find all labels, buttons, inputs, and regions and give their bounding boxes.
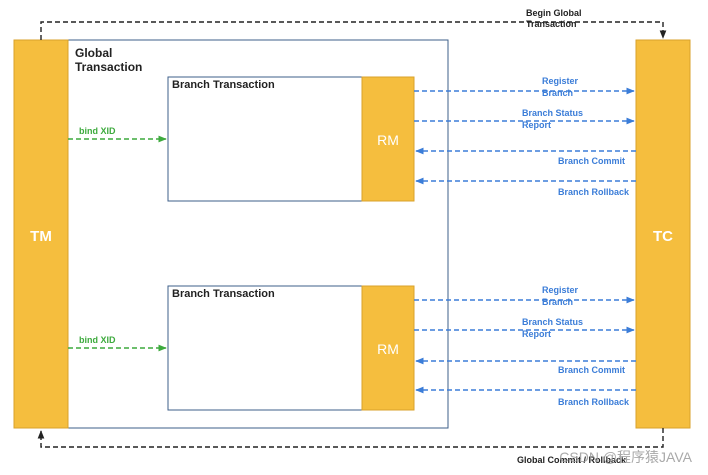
tm-box: [13, 39, 69, 429]
tc-label: TC: [653, 228, 673, 245]
register-branch-line2: Branch: [542, 297, 573, 307]
begin-global-line2: Transaction: [526, 19, 577, 29]
branch-transaction-box: [167, 76, 363, 202]
global-commit-rollback-label: Global Commit / Rollback: [517, 455, 627, 465]
branch-status-line1: Branch Status: [522, 108, 583, 118]
bind-xid-label: bind XID: [79, 126, 116, 136]
begin-global-transaction-arrow: [40, 21, 667, 40]
register-branch-line1: Register: [542, 285, 579, 295]
bind-xid-label: bind XID: [79, 335, 116, 345]
begin-global-line1: Begin Global: [526, 8, 582, 18]
branch-status-line1: Branch Status: [522, 317, 583, 327]
tc-box: [635, 39, 691, 429]
global-transaction-title-line2: Transaction: [75, 60, 142, 74]
branch-group-2: Branch Transaction RM bind XID Register …: [68, 285, 636, 411]
branch-transaction-box: [167, 285, 363, 411]
branch-commit-label: Branch Commit: [558, 365, 625, 375]
rm-label: RM: [377, 341, 399, 357]
branch-rollback-label: Branch Rollback: [558, 187, 630, 197]
global-commit-rollback-arrow: [37, 428, 664, 448]
branch-transaction-title: Branch Transaction: [172, 288, 275, 300]
branch-group-1: Branch Transaction RM bind XID Register …: [68, 76, 636, 202]
branch-rollback-label: Branch Rollback: [558, 397, 630, 407]
rm-label: RM: [377, 132, 399, 148]
branch-transaction-title: Branch Transaction: [172, 79, 275, 91]
csdn-watermark: CSDN @程序猿JAVA: [559, 449, 692, 465]
register-branch-line2: Branch: [542, 88, 573, 98]
tm-label: TM: [30, 228, 52, 245]
branch-commit-label: Branch Commit: [558, 156, 625, 166]
global-transaction-title-line1: Global: [75, 46, 112, 60]
rm-box: [361, 285, 415, 411]
branch-status-line2: Report: [522, 120, 551, 130]
branch-status-line2: Report: [522, 329, 551, 339]
register-branch-line1: Register: [542, 76, 579, 86]
rm-box: [361, 76, 415, 202]
